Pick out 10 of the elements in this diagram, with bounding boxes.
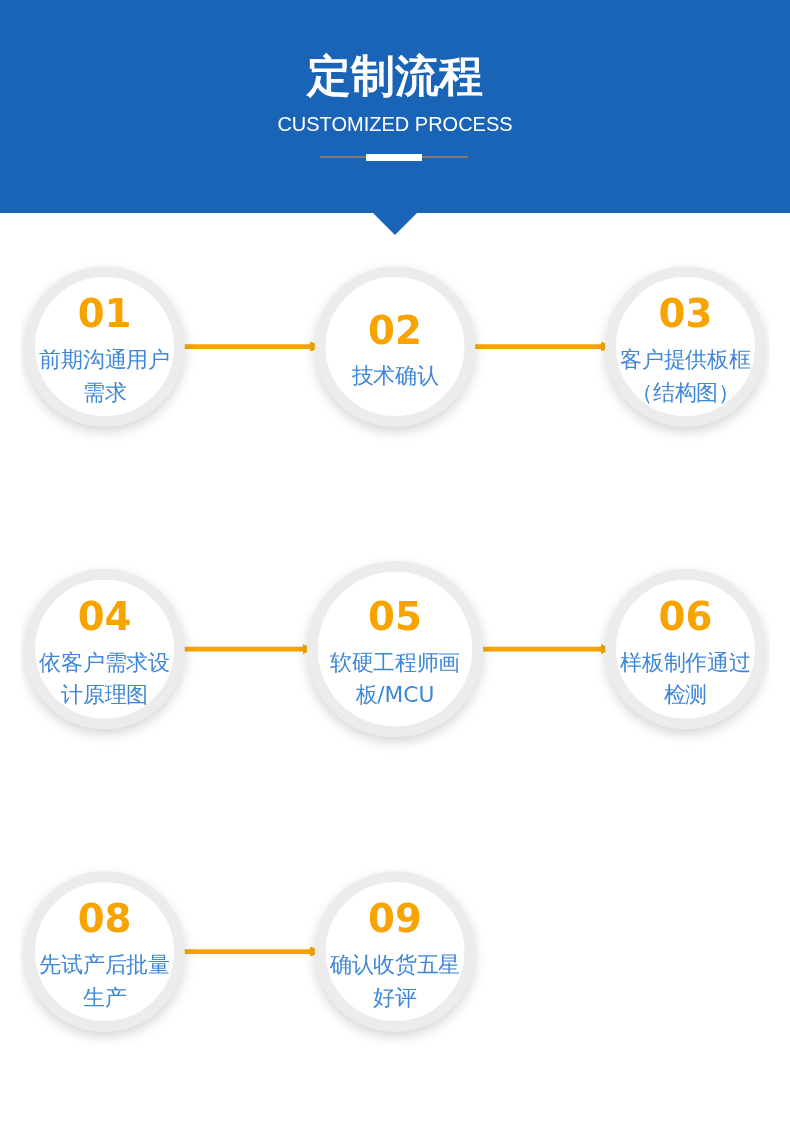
node-circle: 01 前期沟通用户需求 <box>24 266 185 427</box>
node-circle: 03 客户提供板框（结构图） <box>605 266 766 427</box>
node-circle: 08 先试产后批量生产 <box>24 871 185 1032</box>
node-circle: 04 依客户需求设计原理图 <box>24 568 185 730</box>
title: 定制流程 <box>307 50 483 103</box>
node-circle: 06 样板制作通过检测 <box>605 568 766 730</box>
node-circle: 09 确认收货五星好评 <box>314 871 476 1032</box>
node-circle: 05 软硬工程师画板/MCU <box>306 560 484 738</box>
node-circle: 02 技术确认 <box>314 266 476 427</box>
subtitle: CUSTOMIZED PROCESS <box>277 112 513 136</box>
